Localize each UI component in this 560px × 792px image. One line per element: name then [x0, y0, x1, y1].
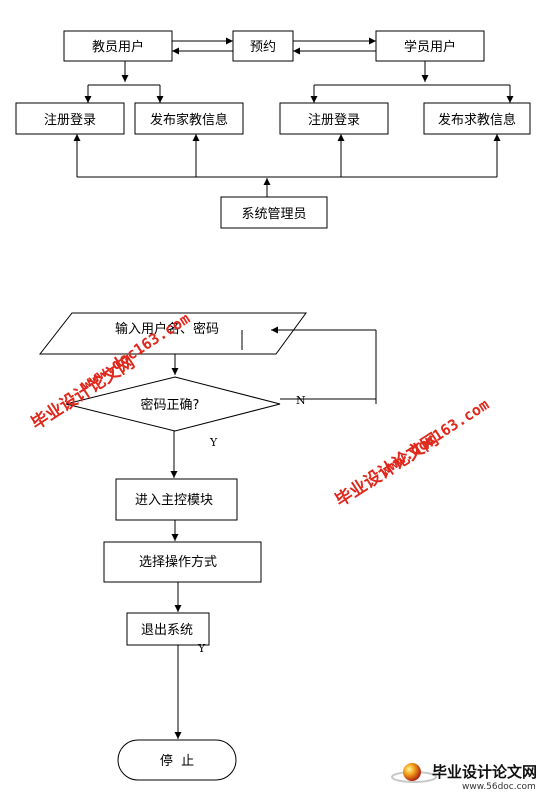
system-admin-label: 系统管理员: [241, 207, 306, 222]
password-check-diamond: [65, 376, 281, 432]
footer-logo: 毕业设计论文网 www.56doc.com: [391, 763, 537, 792]
login-flowchart: 输入用户名、密码 密码正确? N Y 进入主控模块 选择操作方式 退出系统 Y …: [38, 312, 377, 781]
exit-system-label: 退出系统: [141, 623, 193, 638]
watermark-right: 毕业设计论文网 www.doc163.com: [331, 395, 492, 511]
appointment-label: 预约: [250, 40, 276, 55]
watermark-right-url: www.doc163.com: [376, 395, 492, 479]
student-user-label: 学员用户: [404, 39, 456, 55]
publish-request-label: 发布求教信息: [438, 112, 516, 128]
logo-ball-icon: [403, 763, 421, 781]
main-module-label: 进入主控模块: [135, 493, 213, 508]
logo-title: 毕业设计论文网: [432, 763, 537, 781]
teacher-user-box: [63, 30, 173, 62]
input-credentials-label: 输入用户名、密码: [115, 321, 219, 337]
operation-label: 选择操作方式: [139, 554, 217, 570]
stop-label: 停 止: [160, 753, 194, 769]
appointment-box: [232, 30, 294, 62]
teacher-user-label: 教员用户: [92, 39, 144, 55]
publish-tutor-box: [134, 102, 244, 135]
register-login-left-label: 注册登录: [44, 113, 96, 128]
role-diagram: 教员用户 预约 学员用户 注册登录 发布家教信息 注册登录 发布求教信息 系统管…: [15, 30, 531, 229]
yes-label-2: Y: [197, 642, 206, 655]
logo-url: www.56doc.com: [462, 782, 536, 792]
system-admin-box: [220, 196, 328, 229]
password-check-label: 密码正确?: [141, 397, 200, 413]
register-login-right-label: 注册登录: [308, 113, 360, 128]
register-login-right-box: [279, 102, 389, 135]
stop-terminal: [117, 739, 237, 781]
student-user-box: [375, 30, 485, 62]
yes-label-1: Y: [209, 436, 218, 449]
operation-box: [103, 541, 262, 583]
no-label: N: [296, 394, 306, 407]
publish-request-box: [423, 102, 531, 135]
exit-system-box: [126, 612, 210, 646]
register-login-left-box: [15, 102, 125, 135]
publish-tutor-label: 发布家教信息: [150, 112, 228, 128]
main-module-box: [115, 478, 238, 521]
input-credentials-shape: [38, 312, 307, 355]
